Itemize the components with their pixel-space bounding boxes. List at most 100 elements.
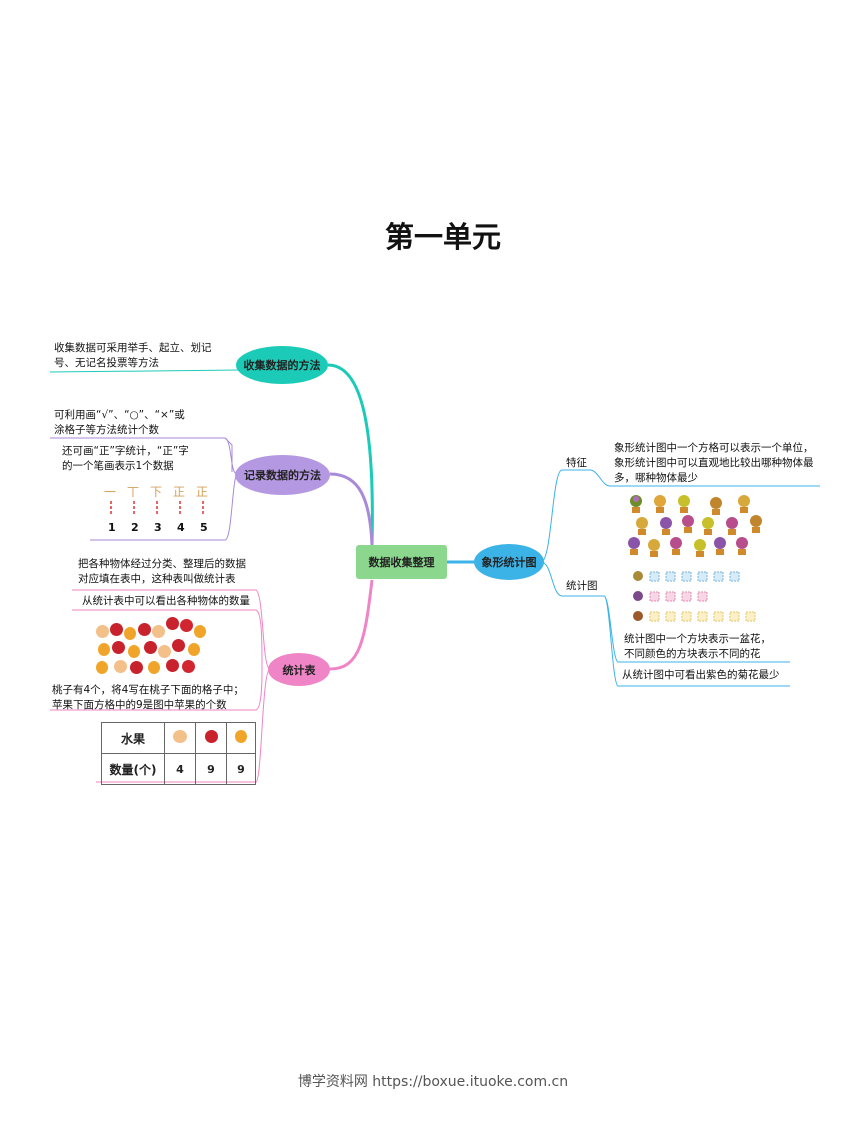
- collect-note-line1: 收集数据可采用举手、起立、划记: [54, 342, 212, 354]
- table-note-1-line1: 把各种物体经过分类、整理后的数据: [78, 558, 246, 570]
- underline-features: [589, 469, 820, 487]
- fruit-orange-icon: [98, 643, 110, 656]
- branch-collect-methods-label: 收集数据的方法: [243, 359, 321, 372]
- flower-icon: [628, 495, 762, 557]
- branch-pictograph-label: 象形统计图: [481, 556, 537, 569]
- tally-number-4: 4: [177, 521, 185, 534]
- apple-icon: [204, 730, 218, 743]
- peach-icon: [173, 730, 187, 743]
- table-value-orange: 9: [226, 753, 256, 785]
- tally-number-3: 3: [154, 521, 162, 534]
- chart-label: 统计图: [566, 580, 598, 592]
- tally-number-1: 1: [108, 521, 116, 534]
- fruit-apple-icon: [138, 623, 151, 636]
- chart-note-1: 统计图中一个方块表示一盆花， 不同颜色的方块表示不同的花: [624, 632, 771, 662]
- tally-number-2: 2: [131, 521, 139, 534]
- fruit-apple-icon: [144, 641, 157, 654]
- features-note-line3: 多，哪种物体最少: [614, 472, 698, 484]
- collect-note-line2: 号、无记名投票等方法: [54, 357, 159, 369]
- fruit-apple-icon: [180, 619, 193, 632]
- table-row: 数量(个) 4 9 9: [101, 753, 256, 785]
- underline-collect: [49, 369, 241, 373]
- table-note-3: 桃子有4个，将4写在桃子下面的格子中； 苹果下面方格中的9是图中苹果的个数: [52, 683, 244, 713]
- center-node[interactable]: 数据收集整理: [356, 545, 447, 579]
- tally-mark-1: 一: [104, 485, 117, 499]
- collect-note: 收集数据可采用举手、起立、划记 号、无记名投票等方法: [54, 341, 212, 371]
- fruit-stat-table: 水果 数量(个) 4 9 9: [101, 722, 256, 785]
- fruit-apple-icon: [130, 661, 143, 674]
- bracket-pictograph: [540, 469, 604, 597]
- fruit-orange-icon: [194, 625, 206, 638]
- connector-table: [329, 579, 374, 671]
- table-note-1-line2: 对应填在表中，这种表叫做统计表: [78, 573, 236, 585]
- features-note: 象形统计图中一个方格可以表示一个单位， 象形统计图中可以直观地比较出哪种物体最 …: [614, 441, 814, 486]
- fruit-orange-icon: [188, 643, 200, 656]
- tally-mark-2: 丅: [127, 485, 140, 499]
- fruit-peach-icon: [96, 625, 109, 638]
- flower-icon: [633, 611, 643, 621]
- table-cell-orange: [226, 722, 256, 754]
- flower-icon: [633, 571, 643, 581]
- table-value-peach: 4: [164, 753, 196, 785]
- record-note-2-line2: 的一个笔画表示1个数据: [62, 460, 174, 472]
- center-node-label: 数据收集整理: [368, 556, 435, 569]
- record-note-2: 还可画“正”字统计，“正”字 的一个笔画表示1个数据: [62, 444, 189, 474]
- bracket-chart: [603, 595, 790, 687]
- record-note-1-line2: 涂格子等方法统计个数: [54, 424, 159, 436]
- bracket-record-2: [224, 437, 233, 472]
- table-note-2: 从统计表中可以看出各种物体的数量: [82, 595, 250, 607]
- footer-text[interactable]: 博学资料网 https://boxue.ituoke.com.cn: [297, 1074, 569, 1090]
- table-row: 水果: [101, 722, 256, 754]
- table-row-label: 数量(个): [101, 753, 165, 785]
- tally-mark-5: 正: [196, 485, 209, 499]
- record-note-1: 可利用画“√”、“○”、“×”或 涂格子等方法统计个数: [54, 408, 185, 438]
- features-note-line2: 象形统计图中可以直观地比较出哪种物体最: [614, 457, 814, 469]
- fruit-orange-icon: [148, 661, 160, 674]
- table-note-1: 把各种物体经过分类、整理后的数据 对应填在表中，这种表叫做统计表: [78, 557, 246, 587]
- square-pictograph: [633, 571, 756, 622]
- features-note-line1: 象形统计图中一个方格可以表示一个单位，: [614, 442, 814, 454]
- branch-pictograph[interactable]: 象形统计图: [474, 544, 544, 580]
- fruit-cluster: [94, 615, 214, 675]
- branch-record-methods[interactable]: 记录数据的方法: [235, 455, 330, 495]
- fruit-apple-icon: [112, 641, 125, 654]
- record-note-2-line1: 还可画“正”字统计，“正”字: [62, 445, 189, 457]
- page-title: 第一单元: [384, 220, 501, 254]
- fruit-orange-icon: [96, 661, 108, 674]
- table-note-3-line1: 桃子有4个，将4写在桃子下面的格子中；: [52, 684, 244, 696]
- chart-note-2: 从统计图中可看出紫色的菊花最少: [622, 669, 780, 681]
- features-label: 特征: [566, 457, 587, 469]
- branch-record-methods-label: 记录数据的方法: [244, 469, 321, 482]
- fruit-peach-icon: [114, 660, 127, 673]
- table-value-apple: 9: [195, 753, 227, 785]
- fruit-orange-icon: [128, 645, 140, 658]
- chart-note-1-line1: 统计图中一个方块表示一盆花，: [624, 633, 771, 645]
- flower-icon: [633, 591, 643, 601]
- fruit-apple-icon: [110, 623, 123, 636]
- fruit-apple-icon: [182, 660, 195, 673]
- branch-collect-methods[interactable]: 收集数据的方法: [236, 346, 328, 384]
- fruit-apple-icon: [166, 659, 179, 672]
- tally-mark-3: 下: [150, 485, 163, 499]
- orange-icon: [235, 730, 247, 743]
- tally-number-5: 5: [200, 521, 208, 534]
- fruit-orange-icon: [124, 627, 136, 640]
- fruit-peach-icon: [158, 645, 171, 658]
- bracket-table: [50, 589, 271, 783]
- connector-record: [329, 472, 374, 546]
- fruit-apple-icon: [166, 617, 179, 630]
- table-note-3-line2: 苹果下面方格中的9是图中苹果的个数: [52, 699, 227, 711]
- fruit-peach-icon: [152, 625, 165, 638]
- chart-note-1-line2: 不同颜色的方块表示不同的花: [624, 648, 761, 660]
- tally-dashes: [110, 501, 204, 515]
- table-cell-apple: [195, 722, 227, 754]
- fruit-apple-icon: [172, 639, 185, 652]
- record-note-1-line1: 可利用画“√”、“○”、“×”或: [54, 409, 185, 421]
- table-cell-peach: [164, 722, 196, 754]
- branch-stat-table[interactable]: 统计表: [268, 653, 330, 686]
- connector-collect: [327, 363, 374, 546]
- table-header-cell: 水果: [101, 722, 165, 754]
- branch-stat-table-label: 统计表: [282, 663, 316, 677]
- flower-pots-picture: [628, 495, 762, 557]
